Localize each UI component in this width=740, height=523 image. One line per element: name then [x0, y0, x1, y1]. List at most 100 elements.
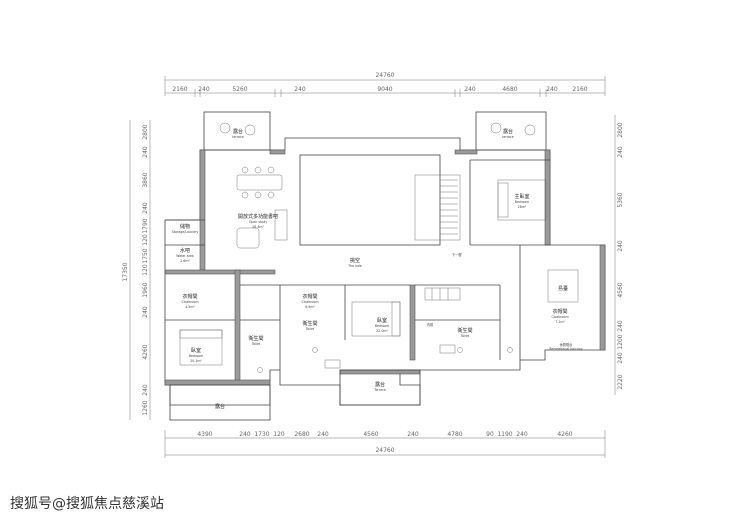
top-total-dimension: 24760 — [375, 72, 394, 79]
bath-left-sub: Toilet — [251, 342, 261, 346]
leisure-balcony-label: 休閒陽台 — [560, 342, 573, 347]
walkin-left-label: 衣帽間 — [182, 293, 197, 300]
right-dim-4: 240 — [617, 240, 624, 252]
right-dim-6: 240 — [617, 320, 624, 332]
bath-center-label: 衛生間 — [302, 320, 317, 327]
bottom-dim-4: 120 — [273, 431, 285, 438]
left-dim-1: 2800 — [142, 124, 149, 139]
left-dim-11: 4260 — [142, 344, 149, 359]
staircase-icon — [414, 174, 461, 241]
left-total-dimension: 17350 — [122, 262, 129, 281]
right-dim-8: 240 — [617, 352, 624, 364]
bottom-total-dimension: 24760 — [375, 447, 394, 454]
walkin-right-label: 衣帽間 — [552, 308, 567, 315]
top-dim-4: 240 — [294, 86, 306, 93]
bottom-dim-8: 240 — [407, 431, 419, 438]
left-dim-5: 1790 — [142, 218, 149, 233]
master-bedroom-area: 28m² — [518, 205, 527, 209]
bottom-dim-12: 240 — [516, 431, 528, 438]
dining-table-icon — [236, 166, 283, 199]
left-dim-9: 1960 — [142, 282, 149, 297]
bottom-dim-5: 2680 — [294, 431, 309, 438]
master-bed-icon — [497, 179, 547, 221]
leisure-balcony-sub: Recreational balcony — [549, 347, 582, 351]
bedroom-center-label: 臥室 — [377, 317, 387, 324]
corridor-sub: The hole — [347, 264, 362, 268]
bath-center-sub: Toilet — [305, 327, 315, 331]
walkin-center-sub: Cloakroom — [301, 300, 318, 304]
left-dimension-lines — [129, 120, 151, 420]
bedroom-center-sub: Bedroom — [375, 324, 389, 328]
bedroom-left-area: 20.1m² — [190, 359, 202, 363]
right-dim-2: 240 — [617, 146, 624, 158]
bottom-dim-2: 240 — [239, 431, 251, 438]
right-dim-3: 5360 — [617, 192, 624, 207]
walkin-center-label: 衣帽間 — [302, 293, 317, 300]
walkin-right-area: 7.1m² — [555, 320, 565, 324]
water-bar-label: 水吧 — [180, 247, 190, 254]
island-label: 島臺 — [558, 285, 568, 292]
top-dim-3: 5260 — [232, 86, 247, 93]
bottom-dim-7: 4560 — [363, 431, 378, 438]
bottom-dimension-lines — [164, 430, 606, 458]
open-study-label: 開放式多功能書吧 — [238, 213, 278, 220]
walkin-left-area: 4.5m² — [185, 305, 195, 309]
bottom-dim-10: 90 — [486, 431, 494, 438]
storage-sub: Storage/Laundry — [172, 230, 199, 234]
center-bed-icon — [351, 301, 401, 337]
top-dim-1: 2160 — [172, 86, 187, 93]
closet-text-label: 衣帽 — [427, 322, 433, 327]
top-dimension-lines — [164, 76, 606, 97]
storage-label: 儲物 — [180, 223, 190, 230]
master-bedroom-label: 主臥室 — [514, 193, 529, 200]
left-dim-3: 3860 — [142, 172, 149, 187]
water-bar-sub: Water area — [176, 254, 194, 258]
left-bed-icon — [179, 329, 223, 366]
bath-right-sub: Toilet — [460, 334, 470, 338]
walkin-center-area: 6.9m² — [305, 305, 315, 309]
bath-left-label: 衛生間 — [248, 335, 263, 342]
terrace-chairs-tl — [219, 122, 256, 136]
right-dim-5: 4560 — [617, 282, 624, 297]
left-dim-13: 1260 — [142, 400, 149, 415]
terrace-chairs-tr — [490, 122, 536, 136]
left-dim-12: 240 — [142, 384, 149, 396]
master-bedroom-sub: Bedroom — [515, 200, 529, 204]
left-dim-4: 240 — [142, 202, 149, 214]
bottom-dim-9: 4780 — [447, 431, 462, 438]
corridor-label: 挑空 — [350, 257, 360, 264]
terrace-top-left-sub: terrace — [232, 135, 243, 139]
open-study-sub: Open study — [249, 220, 267, 224]
stair-down-label: 下一樓 — [452, 252, 462, 257]
bottom-dim-11: 1190 — [497, 431, 512, 438]
terrace-bottom-center-sub: Terrace — [373, 388, 386, 392]
walkin-left-sub: Cloakroom — [181, 300, 198, 304]
top-dim-9: 2160 — [572, 86, 587, 93]
island-counter-icon — [547, 269, 579, 303]
terrace-bottom-left-label: 露台 — [215, 403, 225, 410]
toilet-fixtures — [257, 344, 513, 373]
left-dim-7: 1750 — [142, 248, 149, 263]
terrace-bottom-center-label: 露台 — [375, 381, 385, 388]
top-dim-7: 4680 — [502, 86, 517, 93]
bottom-dim-3: 1730 — [254, 431, 269, 438]
top-dim-2: 240 — [198, 86, 210, 93]
water-bar-area: 2.6m² — [180, 259, 190, 263]
left-dim-8: 120 — [142, 264, 149, 276]
bedroom-left-sub: Bedroom — [189, 354, 203, 358]
bottom-dim-1: 4390 — [197, 431, 212, 438]
right-dim-9: 2220 — [617, 374, 624, 389]
terrace-top-left-label: 露台 — [233, 128, 243, 135]
top-dim-5: 9040 — [377, 86, 392, 93]
right-dim-1: 2800 — [617, 122, 624, 137]
building-walls — [164, 111, 606, 421]
terrace-top-right-sub: terrace — [502, 135, 513, 139]
bath-right-label: 衛生間 — [457, 327, 472, 334]
open-study-area: 26.4m² — [252, 225, 264, 229]
walkin-right-sub: Cloakroom — [551, 315, 568, 319]
bottom-dim-6: 240 — [317, 431, 329, 438]
right-dim-7: 1200 — [617, 334, 624, 349]
bottom-dim-13: 4260 — [557, 431, 572, 438]
sofa-icon — [236, 209, 288, 249]
